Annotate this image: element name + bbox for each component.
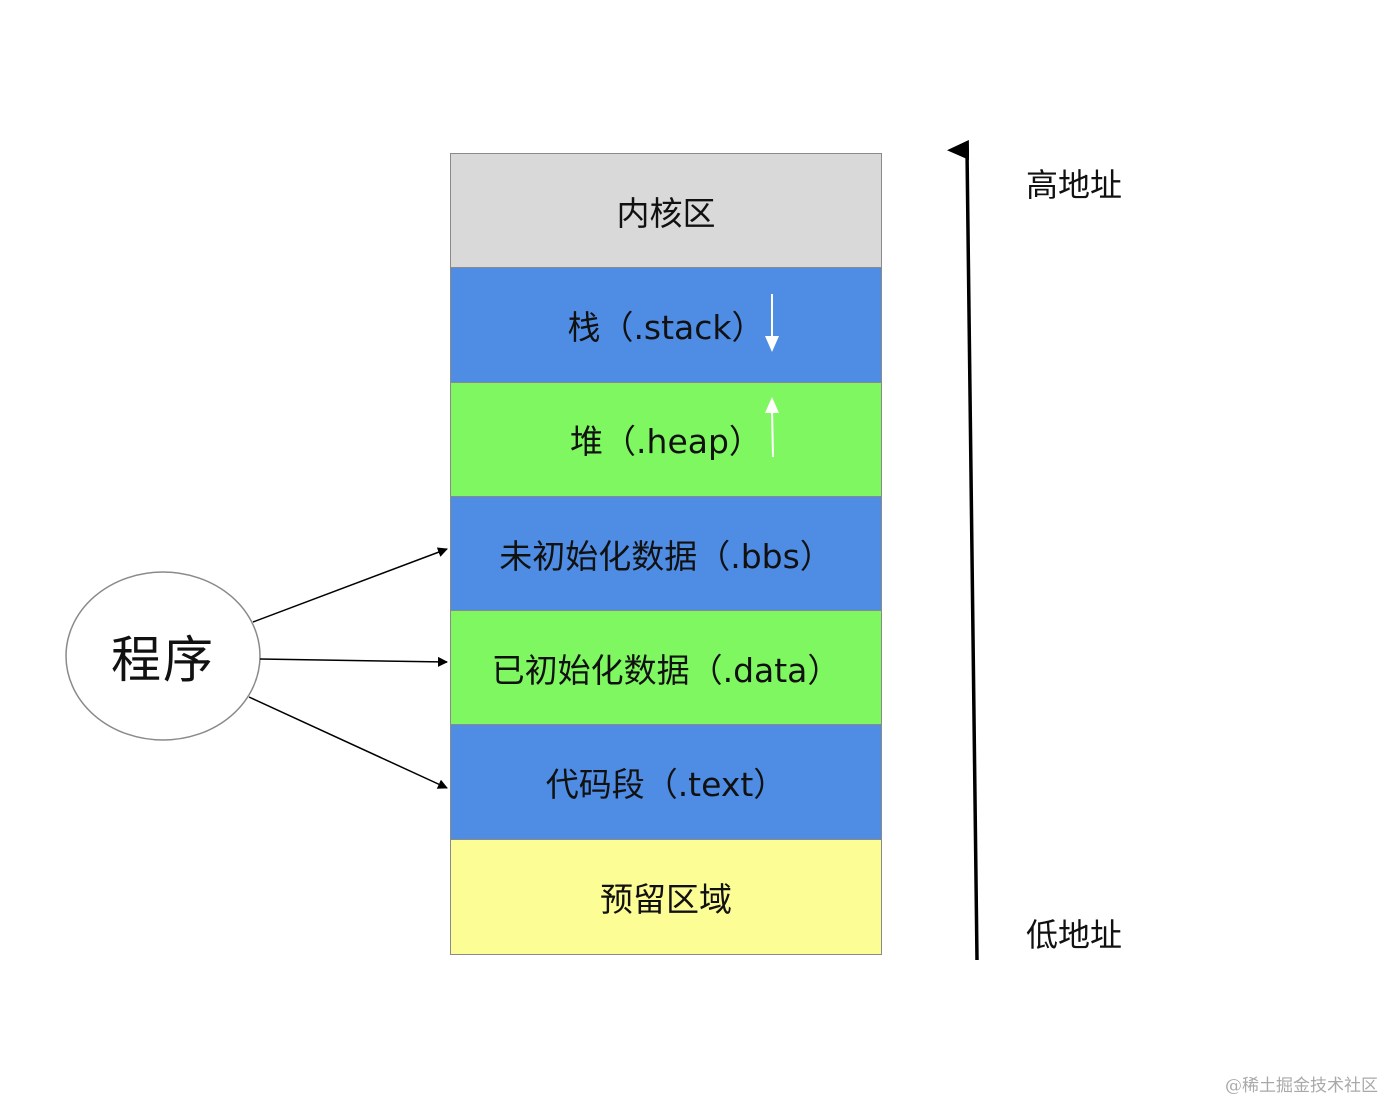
arrow-to-text: [248, 696, 448, 789]
segment-data-label: 已初始化数据（.data）: [491, 650, 841, 690]
arrow-to-bbs: [252, 547, 448, 623]
segment-kernel: 内核区: [451, 154, 881, 269]
segment-text: 代码段（.text）: [451, 725, 881, 840]
heap-grow-up-arrow-icon: [765, 396, 779, 457]
segment-reserved: 预留区域: [451, 839, 881, 955]
segment-stack-label: 栈（.stack）: [567, 307, 765, 347]
segment-data: 已初始化数据（.data）: [451, 611, 881, 726]
arrow-to-data: [259, 656, 448, 667]
high-address-label: 高地址: [1026, 166, 1123, 204]
segment-heap: 堆（.heap）: [451, 382, 881, 497]
address-axis-arrow: [947, 139, 979, 961]
segment-bss: 未初始化数据（.bbs）: [451, 496, 881, 612]
stack-grow-down-arrow-icon: [765, 294, 779, 353]
watermark: @稀土掘金技术社区: [1225, 1076, 1378, 1096]
program-label: 程序: [111, 631, 215, 689]
program-ellipse: [65, 571, 261, 741]
segment-heap-label: 堆（.heap）: [570, 422, 762, 462]
segment-bss-label: 未初始化数据（.bbs）: [499, 536, 833, 576]
segment-text-label: 代码段（.text）: [545, 765, 787, 805]
segment-reserved-label: 预留区域: [600, 879, 732, 919]
segment-kernel-label: 内核区: [616, 193, 716, 233]
segment-stack: 栈（.stack）: [451, 268, 881, 383]
memory-layout: 内核区 栈（.stack） 堆（.heap） 未初始化数据（.bbs） 已初始化…: [450, 153, 882, 956]
low-address-label: 低地址: [1026, 916, 1123, 954]
